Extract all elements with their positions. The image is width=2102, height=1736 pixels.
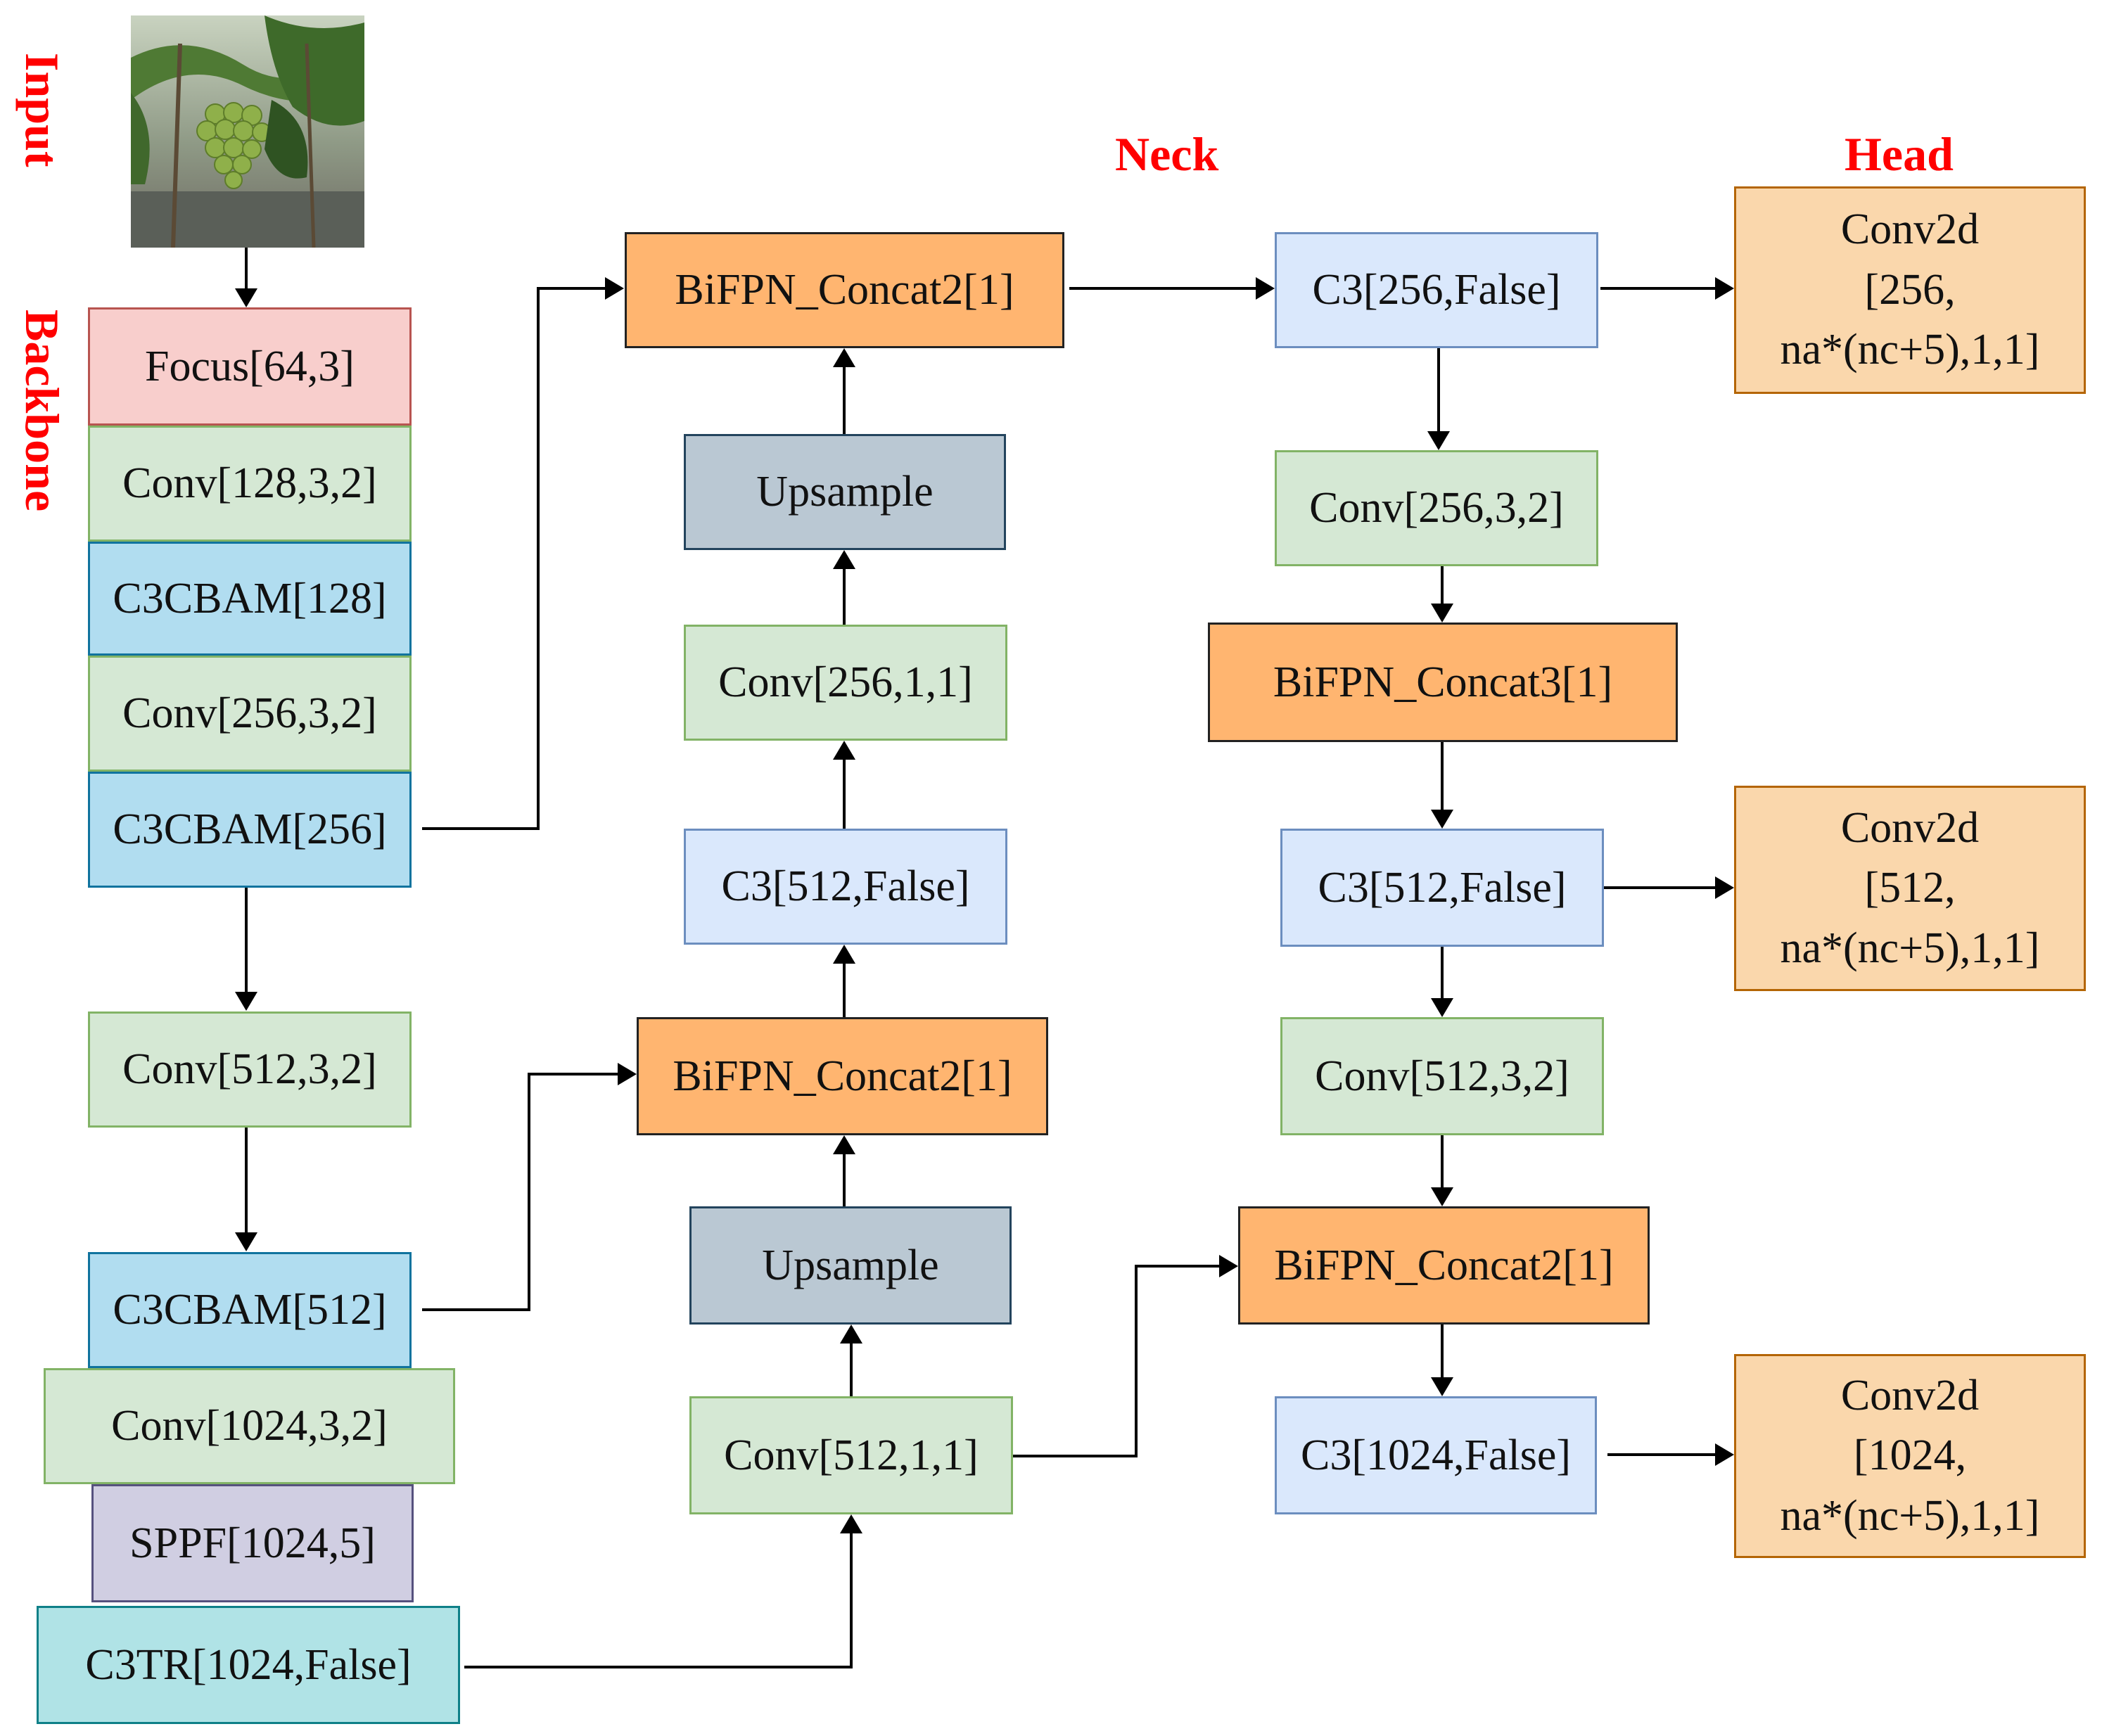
head-label: Head bbox=[1845, 127, 1954, 181]
conv-block: Conv[512,1,1] bbox=[689, 1396, 1013, 1514]
c3cbam-block: C3CBAM[128] bbox=[88, 542, 412, 656]
conv-block: Conv[512,3,2] bbox=[88, 1011, 412, 1128]
bifpn-concat-block: BiFPN_Concat2[1] bbox=[1238, 1206, 1650, 1325]
c3-block: C3[512,False] bbox=[1280, 829, 1604, 947]
bifpn-concat-block: BiFPN_Concat2[1] bbox=[625, 232, 1064, 348]
c3-block: C3[512,False] bbox=[684, 829, 1007, 945]
conv-block: Conv[512,3,2] bbox=[1280, 1017, 1604, 1135]
c3-block: C3[1024,False] bbox=[1275, 1396, 1597, 1514]
head-line: [512, bbox=[1864, 864, 1956, 912]
neck-label: Neck bbox=[1115, 127, 1219, 181]
head-line: [256, bbox=[1864, 265, 1956, 314]
conv-block: Conv[256,3,2] bbox=[1275, 450, 1598, 566]
c3cbam-block: C3CBAM[512] bbox=[88, 1252, 412, 1368]
conv-block: Conv[256,1,1] bbox=[684, 625, 1007, 741]
head-line: na*(nc+5),1,1] bbox=[1780, 924, 2040, 972]
focus-block: Focus[64,3] bbox=[88, 307, 412, 426]
c3-block: C3[256,False] bbox=[1275, 232, 1598, 348]
backbone-label: Backbone bbox=[15, 309, 69, 512]
upsample-block: Upsample bbox=[689, 1206, 1012, 1325]
conv2d-head-block: Conv2d [512, na*(nc+5),1,1] bbox=[1734, 786, 2086, 991]
conv2d-head-block: Conv2d [256, na*(nc+5),1,1] bbox=[1734, 186, 2086, 394]
upsample-block: Upsample bbox=[684, 434, 1006, 550]
head-line: na*(nc+5),1,1] bbox=[1780, 1491, 2040, 1540]
bifpn-concat-block: BiFPN_Concat2[1] bbox=[637, 1017, 1048, 1135]
c3cbam-block: C3CBAM[256] bbox=[88, 772, 412, 888]
input-label: Input bbox=[15, 53, 69, 167]
conv-block: Conv[256,3,2] bbox=[88, 656, 412, 772]
c3tr-block: C3TR[1024,False] bbox=[37, 1606, 460, 1724]
conv2d-head-block: Conv2d [1024, na*(nc+5),1,1] bbox=[1734, 1354, 2086, 1558]
head-line: Conv2d bbox=[1840, 205, 1980, 254]
head-line: Conv2d bbox=[1840, 1371, 1980, 1419]
conv-block: Conv[1024,3,2] bbox=[44, 1368, 455, 1484]
input-image bbox=[131, 15, 364, 248]
head-line: na*(nc+5),1,1] bbox=[1780, 326, 2040, 374]
sppf-block: SPPF[1024,5] bbox=[91, 1484, 414, 1602]
head-line: Conv2d bbox=[1840, 803, 1980, 852]
bifpn-concat-block: BiFPN_Concat3[1] bbox=[1208, 623, 1678, 742]
head-line: [1024, bbox=[1853, 1431, 1967, 1480]
conv-block: Conv[128,3,2] bbox=[88, 426, 412, 542]
